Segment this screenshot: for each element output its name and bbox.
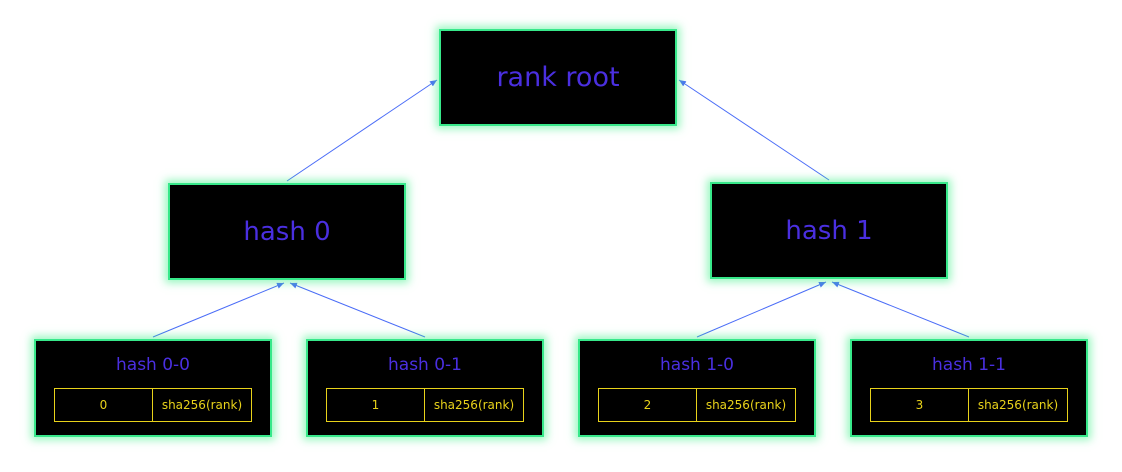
- rank-value-cell: 3: [871, 389, 969, 421]
- rank-value-cell: 2: [599, 389, 697, 421]
- leaf-fields: 3 sha256(rank): [870, 388, 1068, 422]
- leaf-node-hash-1-1: hash 1-1 3 sha256(rank): [850, 339, 1088, 437]
- edge-hash10-to-hash1: [696, 281, 827, 338]
- node-title: rank root: [496, 62, 620, 93]
- node-title: hash 0: [243, 216, 331, 247]
- node-rank-root: rank root: [439, 29, 677, 126]
- edge-hash11-to-hash1: [831, 281, 970, 338]
- rank-value-cell: 0: [55, 389, 153, 421]
- edge-hash01-to-hash0: [289, 282, 426, 338]
- leaf-title: hash 1-0: [660, 355, 734, 375]
- edge-hash00-to-hash0: [152, 282, 285, 338]
- node-title: hash 1: [785, 215, 873, 246]
- rank-value-cell: 1: [327, 389, 425, 421]
- edge-hash0-to-root: [286, 79, 438, 182]
- leaf-fields: 2 sha256(rank): [598, 388, 796, 422]
- hash-cell: sha256(rank): [161, 398, 243, 412]
- node-hash-0: hash 0: [168, 183, 406, 280]
- hash-cell: sha256(rank): [433, 398, 515, 412]
- leaf-fields: 0 sha256(rank): [54, 388, 252, 422]
- leaf-title: hash 0-1: [388, 355, 462, 375]
- hash-cell: sha256(rank): [977, 398, 1059, 412]
- edge-hash1-to-root: [678, 79, 830, 181]
- hash-cell: sha256(rank): [705, 398, 787, 412]
- leaf-title: hash 1-1: [932, 355, 1006, 375]
- leaf-node-hash-0-1: hash 0-1 1 sha256(rank): [306, 339, 544, 437]
- leaf-fields: 1 sha256(rank): [326, 388, 524, 422]
- leaf-node-hash-0-0: hash 0-0 0 sha256(rank): [34, 339, 272, 437]
- leaf-title: hash 0-0: [116, 355, 190, 375]
- leaf-node-hash-1-0: hash 1-0 2 sha256(rank): [578, 339, 816, 437]
- node-hash-1: hash 1: [710, 182, 948, 279]
